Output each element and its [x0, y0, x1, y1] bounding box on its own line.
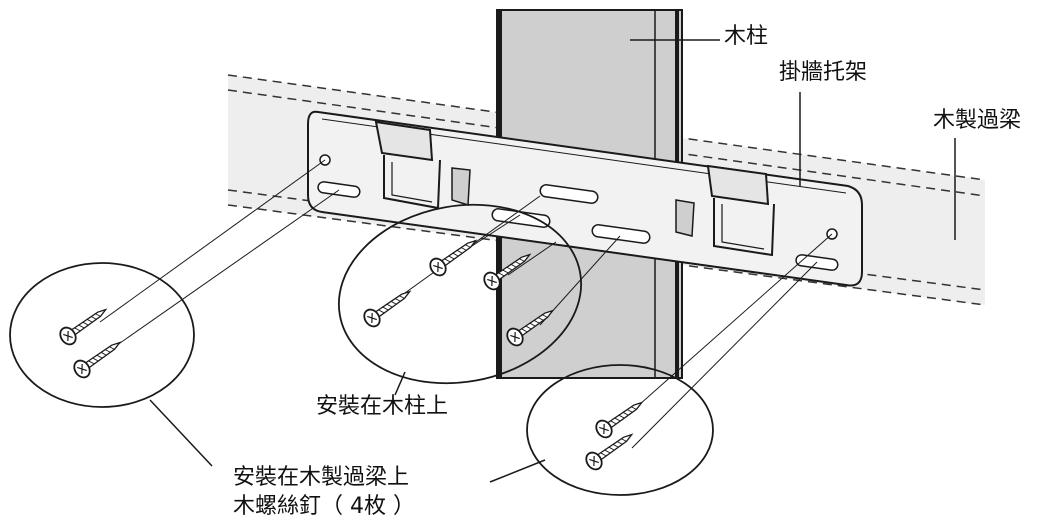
install-on-beam-label: 安裝在木製過梁上 — [233, 465, 410, 490]
wall-bracket — [307, 110, 863, 287]
wood-beam-label: 木製過梁 — [933, 108, 1022, 133]
screws — [59, 239, 644, 471]
screw — [59, 308, 108, 346]
screw — [73, 341, 122, 379]
screw — [506, 309, 555, 347]
left-hook — [374, 120, 441, 210]
install-on-post-label: 安裝在木柱上 — [316, 394, 449, 419]
leader-lines — [149, 39, 956, 483]
callout-right-beam — [526, 364, 714, 496]
screw — [483, 253, 532, 291]
screw — [585, 433, 634, 471]
wood-post-label: 木柱 — [724, 24, 769, 49]
screw — [429, 239, 478, 277]
callout-post — [337, 203, 583, 385]
callout-ellipses — [9, 203, 714, 496]
screws-label: 木螺絲釘（ 4枚 ） — [233, 494, 415, 519]
screw — [595, 401, 644, 439]
screw — [363, 290, 412, 328]
callout-left-beam — [9, 262, 195, 408]
wall-bracket-label: 掛牆托架 — [779, 60, 868, 85]
right-hook — [706, 164, 775, 257]
